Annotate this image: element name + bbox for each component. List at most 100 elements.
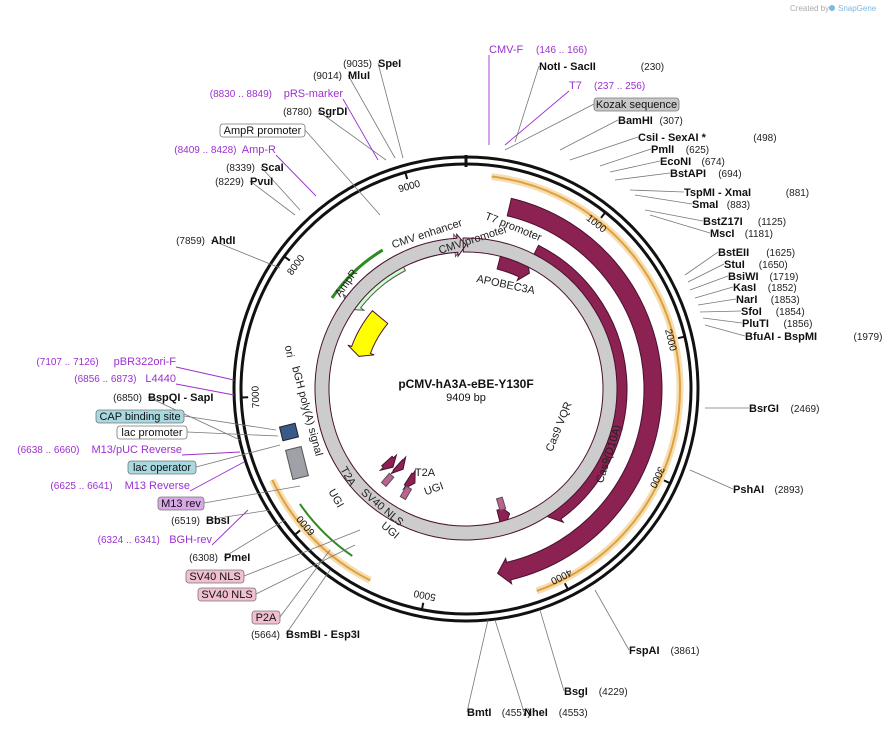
cas9-d10a-arrow[interactable] [496,197,663,585]
site-name: MscI [710,228,734,240]
feature-tag-cap-binding-site[interactable]: CAP binding site [95,409,185,424]
nls-segment [495,496,507,511]
site-name: PshAI [733,484,764,496]
site-label-bsteii[interactable]: BstEII(1625) [718,247,795,259]
box-leader-line [304,129,381,216]
site-label-bstapi[interactable]: BstAPI(694) [670,168,742,180]
site-label-sgrdi[interactable]: (8780)SgrDI [283,106,347,118]
primer-label-pbr322ori-f[interactable]: pBR322ori-F(7107 .. 7126) [36,356,176,368]
site-label-bsgi[interactable]: BsgI(4229) [564,686,628,698]
feature-tag-sv40-nls[interactable]: SV40 NLS [197,587,257,602]
site-label-mlui[interactable]: (9014)MluI [313,70,370,82]
tick-label: 1000 [584,213,609,236]
site-label-kasi[interactable]: KasI(1852) [733,282,797,294]
site-leader-line [205,509,271,521]
ampr-green-band [330,248,384,299]
site-label-nari[interactable]: NarI(1853) [736,294,800,306]
box-leader-line [504,103,595,151]
primer-label-t7[interactable]: T7(237 .. 256) [569,80,645,92]
site-position: (9014) [313,71,342,82]
site-name: BsrGI [749,403,779,415]
site-label-bsrgi[interactable]: BsrGI(2469) [749,403,819,415]
primer-leader-line [175,366,235,381]
orange-band-lower-line [271,479,371,582]
site-label-bsmbi[interactable]: (5664)BsmBI - Esp3I [251,629,360,641]
feature-tag-box [251,610,281,625]
primer-label-prs-marker[interactable]: pRS-marker(8830 .. 8849) [210,88,344,100]
site-label-pvui[interactable]: (8229)PvuI [215,176,273,188]
feature-tag-lac-promoter[interactable]: lac promoter [116,425,188,440]
site-leader-line [702,317,743,324]
site-position: (4557) [502,708,531,719]
site-label-pmei[interactable]: (6308)PmeI [189,552,250,564]
site-label-spei[interactable]: (9035)SpeI [343,58,401,70]
site-leader-line [684,251,719,276]
site-label-noti[interactable]: NotI - SacII(230) [539,61,664,73]
apobec3a-label: APOBEC3A [475,273,536,297]
bgh-polya-box[interactable] [285,445,309,481]
site-label-bsiwi[interactable]: BsiWI(1719) [728,271,798,283]
t2a-arrow[interactable] [378,453,398,472]
snapgene-logo-icon [829,5,835,11]
feature-tag-ampr-promoter[interactable]: AmpR promoter [219,123,306,138]
primer-label-bgh-rev[interactable]: BGH-rev(6324 .. 6341) [98,534,213,546]
site-label-ahdi[interactable]: (7859)AhdI [176,235,235,247]
primer-label-l4440[interactable]: L4440(6856 .. 6873) [74,373,176,385]
feature-tag-sv40-nls[interactable]: SV40 NLS [185,569,245,584]
cmv-promoter-arrow[interactable] [314,232,618,541]
cas9-band-line [491,175,681,592]
feature-tag-p2a[interactable]: P2A [251,610,281,625]
site-label-msci[interactable]: MscI(1181) [710,228,773,240]
site-label-sfoi[interactable]: SfoI(1854) [741,306,805,318]
site-label-pshai[interactable]: PshAI(2893) [733,484,803,496]
site-label-fspai[interactable]: FspAI(3861) [629,645,699,657]
feature-tag-text: P2A [256,612,277,624]
site-label-bfuai[interactable]: BfuAI - BspMI(1979) [745,331,882,343]
primer-name: Amp-R [242,144,276,156]
plasmid-name: pCMV-hA3A-eBE-Y130F [398,377,533,391]
tick-label: 5000 [412,587,436,602]
site-position: (694) [718,169,741,180]
primer-leader-line [189,461,245,492]
site-label-stui[interactable]: StuI(1650) [724,259,788,271]
site-label-bspqi[interactable]: (6850)BspQI - SapI [113,392,213,404]
primer-label-m13-reverse[interactable]: M13 Reverse(6625 .. 6641) [50,480,190,492]
site-leader-line [494,619,525,713]
feature-tag-text: Kozak sequence [596,99,677,111]
feature-tag-text: SV40 NLS [189,571,240,583]
site-label-smai[interactable]: SmaI(883) [692,199,750,211]
site-label-bamhi[interactable]: BamHI(307) [618,115,683,127]
ori-arrow[interactable] [347,310,389,357]
site-position: (5664) [251,630,280,641]
primer-name: pRS-marker [284,88,344,100]
site-label-econi[interactable]: EcoNI(674) [660,156,725,168]
primer-label-cmv-f[interactable]: CMV-F(146 .. 166) [489,44,587,56]
site-position: (8780) [283,107,312,118]
site-name: BamHI [618,115,653,127]
site-name: CsiI - SexAI * [638,132,707,144]
site-label-scai[interactable]: (8339)ScaI [226,162,284,174]
site-label-csii[interactable]: CsiI - SexAI *(498) [638,132,777,144]
site-label-bstz17i[interactable]: BstZ17I(1125) [703,216,786,228]
primer-range: (7107 .. 7126) [36,357,98,368]
site-label-pmli[interactable]: PmlI(625) [651,144,709,156]
feature-tag-lac-operator[interactable]: lac operator [127,460,197,475]
site-label-tspmi[interactable]: TspMI - XmaI(881) [684,187,809,199]
site-label-nhei[interactable]: NheI(4553) [524,707,588,719]
primer-name: M13 Reverse [125,480,190,492]
site-label-bmti[interactable]: BmtI(4557) [467,707,531,719]
site-label-pluti[interactable]: PluTI(1856) [742,318,812,330]
site-label-bbsi[interactable]: (6519)BbsI [171,515,230,527]
ugi-arrow-2[interactable] [402,468,416,491]
site-leader-line [147,396,241,441]
primer-label-amp-r[interactable]: Amp-R(8409 .. 8428) [174,144,276,156]
site-leader-line [689,275,729,291]
site-leader-line [697,298,737,306]
feature-tag-kozak-sequence[interactable]: Kozak sequence [593,97,680,112]
site-leader-line [569,136,639,161]
site-name: BsiWI [728,271,759,283]
feature-tag-m13-rev[interactable]: M13 rev [157,496,205,511]
primer-label-m13-puc-reverse[interactable]: M13/pUC Reverse(6638 .. 6660) [17,444,182,456]
ugi-arrow-3[interactable] [390,455,407,475]
